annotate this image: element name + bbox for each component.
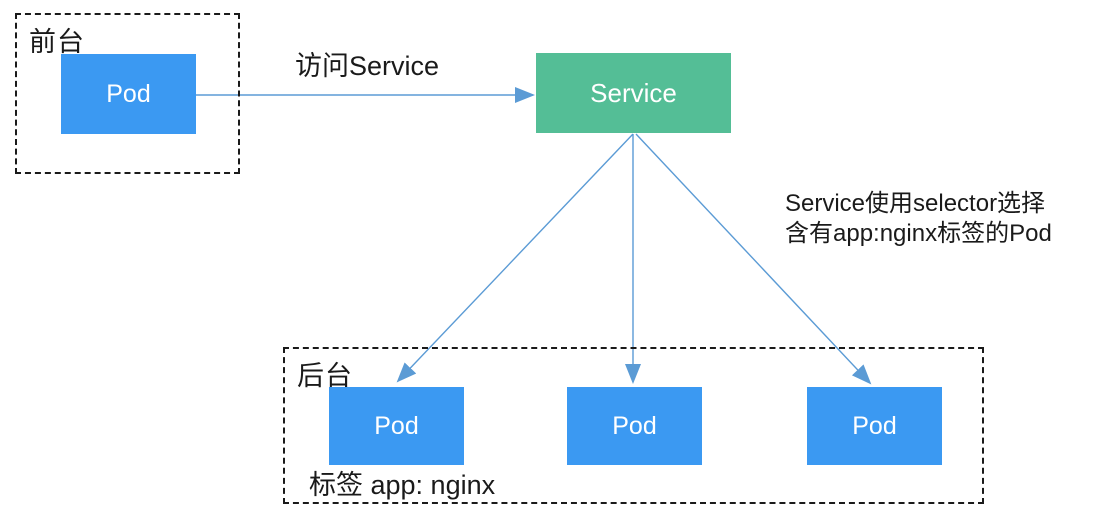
service-box: Service	[536, 53, 731, 133]
selector-note-line1: Service使用selector选择	[785, 190, 1046, 217]
frontend-group-label: 前台	[29, 27, 85, 57]
backend-pod-1: Pod	[329, 387, 464, 465]
frontend-group: 前台 Pod	[15, 13, 240, 174]
backend-group-label: 后台	[297, 361, 353, 391]
backend-tag-label: 标签 app: nginx	[309, 470, 496, 500]
selector-note-line2: 含有app:nginx标签的Pod	[785, 220, 1052, 247]
selector-note: Service使用selector选择 含有app:nginx标签的Pod	[785, 189, 1052, 249]
backend-pod-2: Pod	[567, 387, 702, 465]
backend-group: 后台 Pod Pod Pod 标签 app: nginx	[283, 347, 984, 504]
frontend-pod: Pod	[61, 54, 196, 134]
backend-pod-3: Pod	[807, 387, 942, 465]
arrow-service-to-pod3	[635, 133, 872, 385]
arrow-service-to-pod1	[396, 133, 634, 383]
access-service-label: 访问Service	[295, 51, 440, 81]
